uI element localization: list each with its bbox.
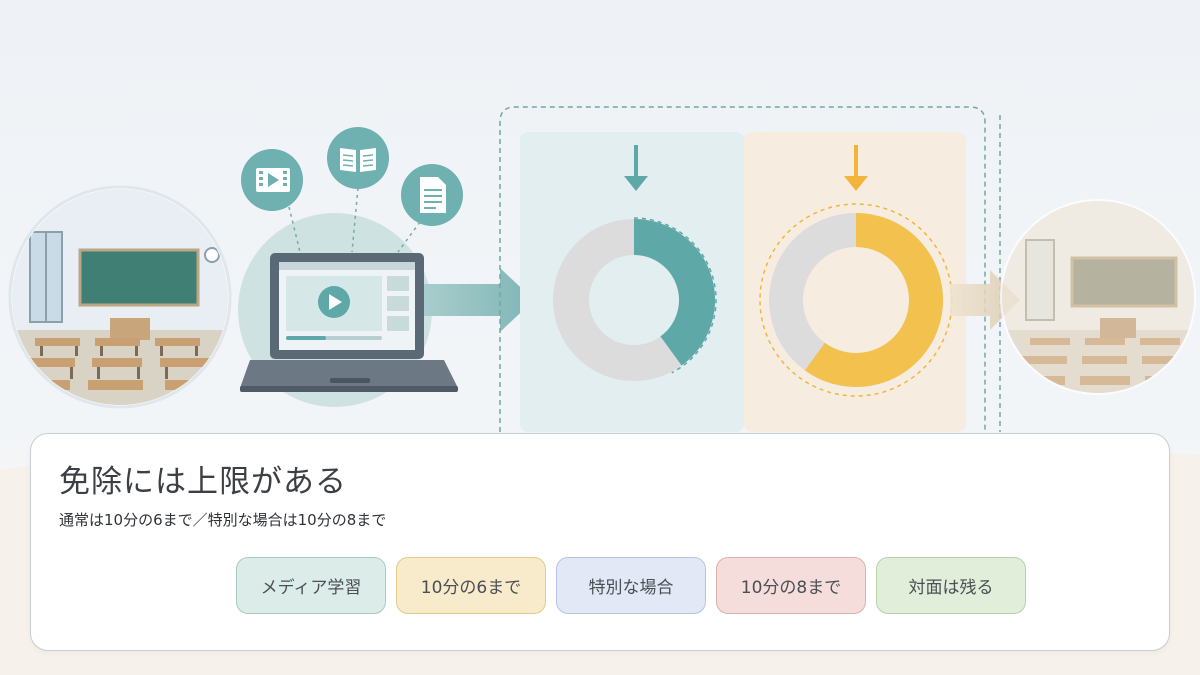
tag-list: メディア学習 10分の6まで 特別な場合 10分の8まで 対面は残る (236, 557, 1026, 614)
classroom-left (8, 185, 232, 409)
donut-slice-exempt (633, 219, 715, 366)
card-subtitle: 通常は10分の6まで／特別な場合は10分の8まで (59, 511, 387, 529)
tag-special-case: 特別な場合 (556, 557, 706, 614)
video-icon (241, 149, 303, 211)
book-icon (327, 127, 389, 189)
caption-card: 免除には上限がある 通常は10分の6まで／特別な場合は10分の8まで メディア学… (30, 433, 1170, 651)
tag-eight-tenths: 10分の8まで (716, 557, 866, 614)
donut-slice-exempt (804, 213, 943, 387)
document-icon (401, 164, 463, 226)
comparison-frame (499, 106, 986, 432)
donut-normal (553, 217, 717, 381)
classroom-right (1000, 199, 1196, 395)
card-title: 免除には上限がある (59, 464, 347, 500)
donut-outline (633, 217, 717, 374)
tag-in-person-remains: 対面は残る (876, 557, 1026, 614)
down-arrow-icon (844, 145, 868, 191)
tag-six-tenths: 10分の6まで (396, 557, 546, 614)
tag-media-learning: メディア学習 (236, 557, 386, 614)
right-arrow-icon (424, 268, 534, 332)
down-arrow-icon (624, 145, 648, 191)
laptop (240, 253, 458, 392)
